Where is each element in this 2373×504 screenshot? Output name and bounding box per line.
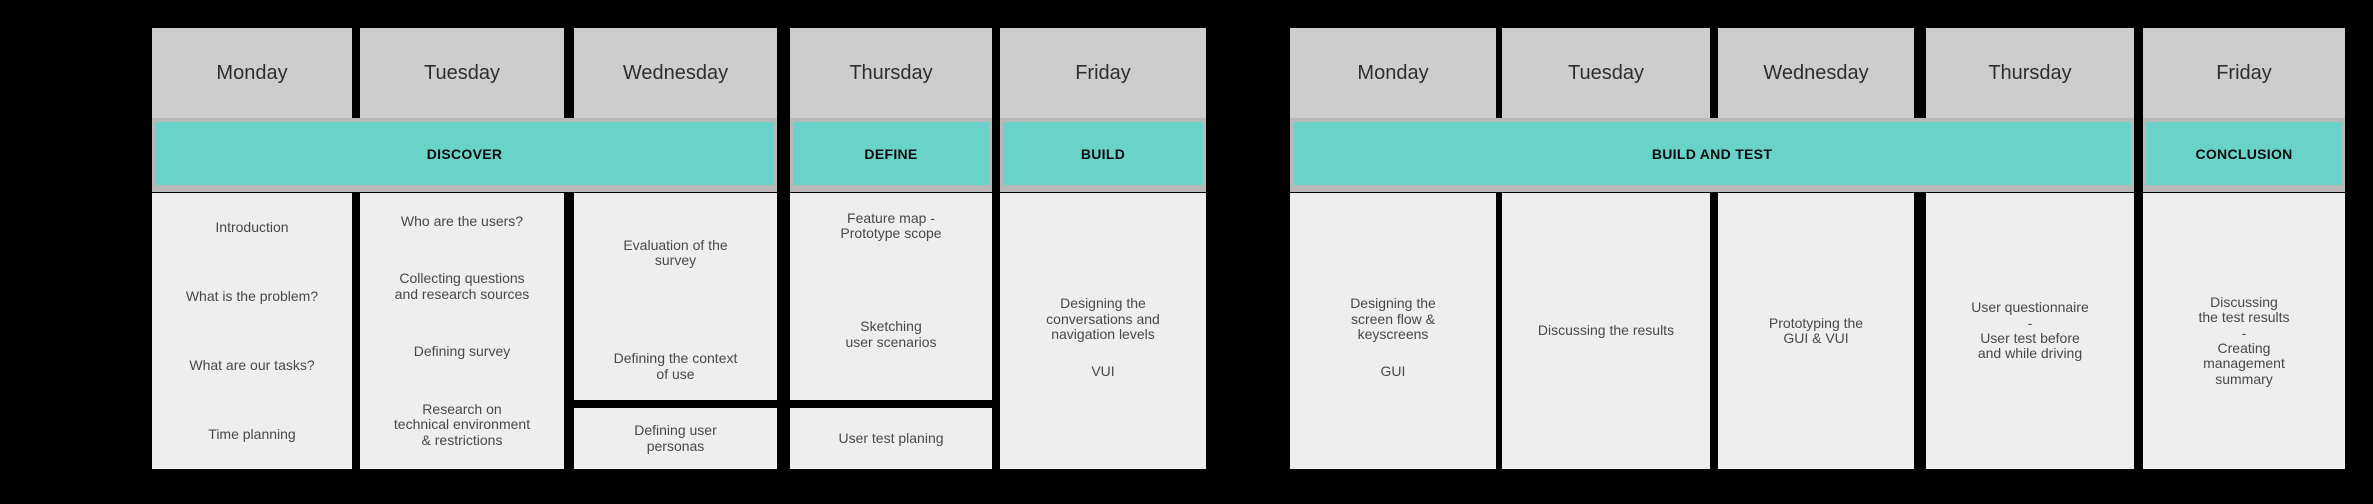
week2-day-header-tuesday: Tuesday: [1502, 28, 1710, 118]
phase-label-discover: DISCOVER: [155, 122, 774, 185]
day-label: Wednesday: [622, 61, 729, 84]
task-item: VUI: [1091, 363, 1115, 380]
task-item: Sketching user scenarios: [845, 318, 937, 350]
task-item: Introduction: [215, 218, 289, 235]
week2-monday-cell: Designing the screen flow & keyscreens G…: [1290, 193, 1496, 469]
week1-day-header-thursday: Thursday: [790, 28, 992, 118]
week1-day-header-tuesday: Tuesday: [360, 28, 564, 118]
week1-monday-cell: Introduction What is the problem? What a…: [152, 193, 352, 469]
day-label: Thursday: [1988, 61, 2072, 84]
week1-tuesday-cell: Who are the users? Collecting questions …: [360, 193, 564, 469]
week2-day-header-friday: Friday: [2143, 28, 2345, 118]
task-item: Defining the context of use: [613, 350, 738, 382]
task-item: Discussing the test results - Creating m…: [2198, 293, 2290, 387]
week1-day-header-monday: Monday: [152, 28, 352, 118]
task-item: Time planning: [208, 425, 296, 442]
week1-day-header-wednesday: Wednesday: [574, 28, 777, 118]
task-item: What are our tasks?: [189, 356, 315, 373]
phase-band-discover: DISCOVER: [152, 118, 777, 192]
task-item: Feature map - Prototype scope: [840, 210, 942, 242]
phase-band-build-and-test: BUILD AND TEST: [1290, 118, 2134, 192]
day-label: Tuesday: [424, 61, 500, 84]
phase-band-conclusion: CONCLUSION: [2143, 118, 2345, 192]
phase-label-build: BUILD: [1003, 122, 1203, 185]
week2-tuesday-cell: Discussing the results: [1502, 193, 1710, 469]
task-item: Discussing the results: [1537, 322, 1675, 339]
task-item: Collecting questions and research source…: [394, 270, 530, 302]
phase-band-define: DEFINE: [790, 118, 992, 192]
week2-thursday-cell: User questionnaire - User test before an…: [1926, 193, 2134, 469]
task-item: Who are the users?: [400, 213, 524, 230]
day-label: Thursday: [849, 61, 933, 84]
task-item: What is the problem?: [185, 287, 319, 304]
week1-wednesday-main-cell: Evaluation of the survey Defining the co…: [574, 193, 777, 400]
week1-wednesday-extra-cell: Defining user personas: [574, 408, 777, 469]
phase-label-conclusion: CONCLUSION: [2146, 122, 2342, 185]
phase-label-build-and-test: BUILD AND TEST: [1293, 122, 2131, 185]
phase-band-build: BUILD: [1000, 118, 1206, 192]
day-label: Monday: [216, 61, 288, 84]
task-item: User questionnaire - User test before an…: [1971, 299, 2089, 362]
day-label: Wednesday: [1763, 61, 1869, 84]
week1-thursday-extra-cell: User test planing: [790, 408, 992, 469]
week2-wednesday-cell: Prototyping the GUI & VUI: [1718, 193, 1914, 469]
phase-label-define: DEFINE: [793, 122, 989, 185]
week1-friday-cell: Designing the conversations and navigati…: [1000, 193, 1206, 469]
day-label: Monday: [1357, 61, 1429, 84]
week2-day-header-monday: Monday: [1290, 28, 1496, 118]
week2-friday-cell: Discussing the test results - Creating m…: [2143, 193, 2345, 469]
task-item: Defining user personas: [634, 422, 717, 454]
task-item: Defining survey: [413, 343, 511, 360]
week2-day-header-thursday: Thursday: [1926, 28, 2134, 118]
task-item: Prototyping the GUI & VUI: [1768, 314, 1864, 346]
week1-day-header-friday: Friday: [1000, 28, 1206, 118]
week1-thursday-main-cell: Feature map - Prototype scope Sketching …: [790, 193, 992, 400]
day-label: Tuesday: [1568, 61, 1644, 84]
day-label: Friday: [2216, 61, 2272, 84]
task-item: Designing the screen flow & keyscreens: [1350, 295, 1436, 342]
week2-day-header-wednesday: Wednesday: [1718, 28, 1914, 118]
task-item: GUI: [1380, 363, 1406, 380]
task-item: Evaluation of the survey: [623, 237, 728, 269]
task-item: Designing the conversations and navigati…: [1046, 295, 1160, 342]
task-item: Research on technical environment & rest…: [393, 400, 531, 448]
task-item: User test planing: [838, 429, 944, 446]
day-label: Friday: [1075, 61, 1131, 84]
